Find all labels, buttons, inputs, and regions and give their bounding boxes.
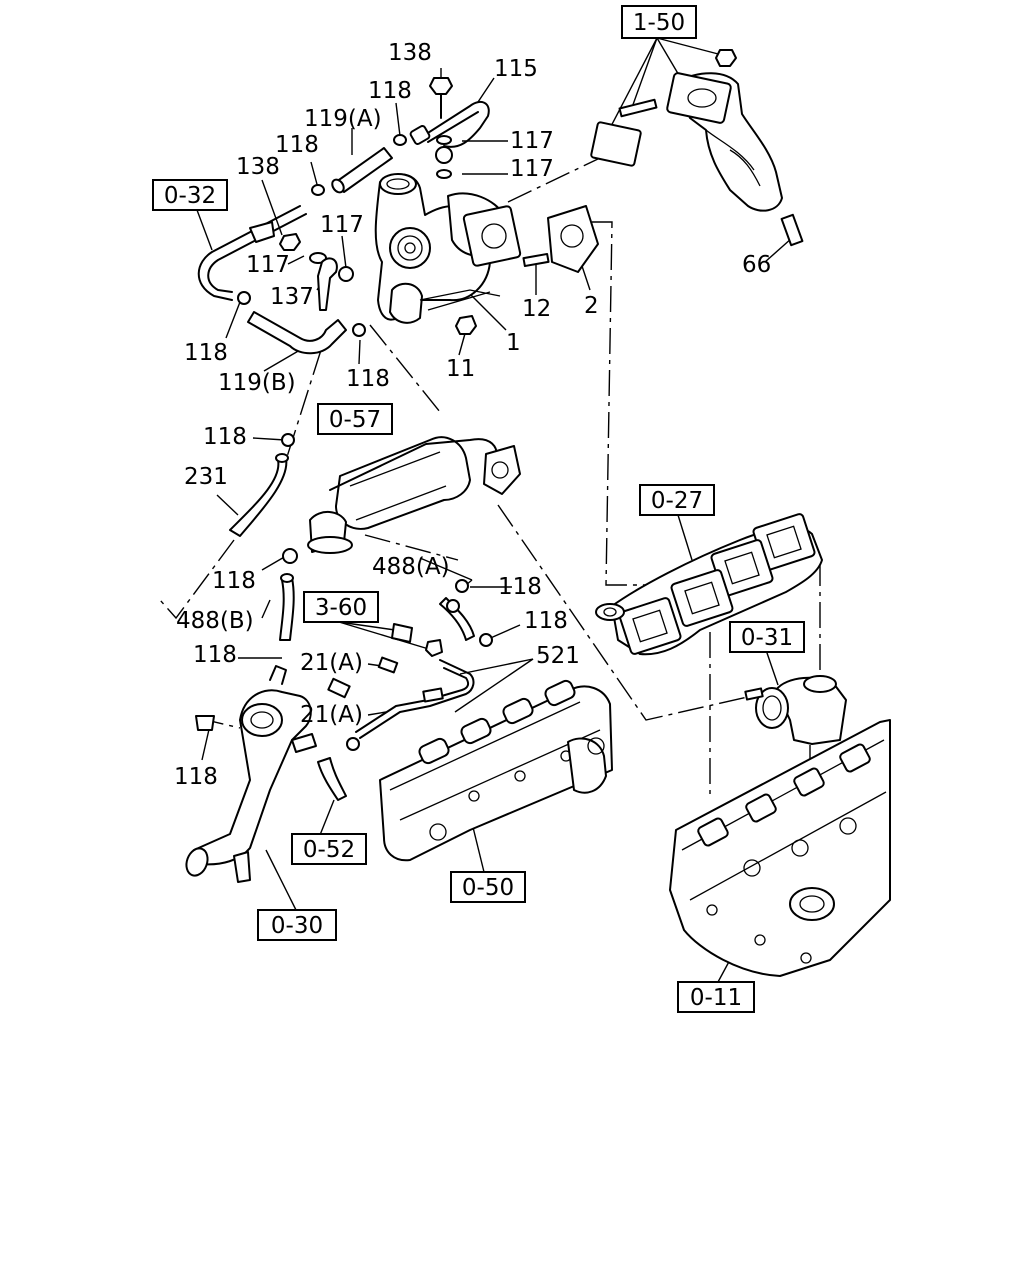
svg-text:0-27: 0-27 (651, 488, 703, 514)
callout-labels: 138 115 118 119(A) 117 118 117 138 117 1… (174, 40, 771, 790)
callout-119a: 119(A) (304, 106, 382, 132)
ref-box-0-57: 0-57 (317, 403, 393, 435)
cylinder-head (669, 719, 891, 977)
oil-return-pipe (197, 205, 307, 305)
svg-text:0-50: 0-50 (462, 875, 514, 901)
ref-box-0-32: 0-32 (152, 179, 228, 211)
hose-0-52 (317, 737, 360, 801)
intake-manifold (379, 679, 613, 862)
callout-21a-bottom: 21(A) (300, 702, 363, 728)
water-outlet-pipe (185, 665, 317, 883)
callout-117-d: 117 (246, 252, 290, 278)
ref-box-0-27: 0-27 (639, 484, 715, 516)
hose-119b (247, 311, 366, 355)
cylinder-head-ports (697, 743, 871, 847)
callout-118-a: 118 (368, 78, 412, 104)
callout-231: 231 (184, 464, 228, 490)
oil-feed-pipe-115 (409, 100, 490, 148)
svg-text:0-31: 0-31 (741, 625, 793, 651)
callout-117-a: 117 (510, 128, 554, 154)
ref-box-0-31: 0-31 (729, 621, 805, 653)
callout-138-top: 138 (388, 40, 432, 66)
callout-118-g: 118 (498, 574, 542, 600)
callout-66: 66 (742, 252, 771, 278)
svg-text:0-30: 0-30 (271, 913, 323, 939)
callout-118-d: 118 (346, 366, 390, 392)
ref-box-0-30: 0-30 (257, 909, 337, 941)
thermostat-housing (744, 675, 847, 745)
svg-text:1-50: 1-50 (633, 10, 685, 36)
washers-117 (309, 135, 453, 282)
hoses-488 (279, 548, 493, 647)
callout-137: 137 (270, 284, 314, 310)
callout-118-j: 118 (174, 764, 218, 790)
stud-12-nut-11-gasket-2 (455, 205, 599, 335)
connector-3-60 (391, 623, 443, 657)
callout-115: 115 (494, 56, 538, 82)
ref-box-0-50: 0-50 (450, 871, 526, 903)
bolt-138-top (429, 77, 453, 119)
hose-119a (311, 134, 407, 196)
ref-box-3-60: 3-60 (303, 591, 379, 623)
bolt-138-left (279, 233, 338, 311)
exhaust-elbow (590, 49, 804, 247)
callout-138-left: 138 (236, 154, 280, 180)
callout-1: 1 (506, 330, 521, 356)
callout-118-i: 118 (193, 642, 237, 668)
exhaust-manifold (595, 513, 823, 656)
callout-117-b: 117 (510, 156, 554, 182)
callout-21a-top: 21(A) (300, 650, 363, 676)
callout-118-e: 118 (203, 424, 247, 450)
callout-488a: 488(A) (372, 554, 450, 580)
water-pipe-521 (327, 656, 475, 739)
svg-text:3-60: 3-60 (315, 595, 367, 621)
callout-118-c: 118 (184, 340, 228, 366)
callout-119b: 119(B) (218, 370, 296, 396)
callout-2: 2 (584, 293, 599, 319)
callout-11: 11 (446, 356, 475, 382)
callout-117-c: 117 (320, 212, 364, 238)
egr-cooler (307, 436, 521, 554)
intake-runners (418, 679, 576, 765)
ref-box-1-50: 1-50 (621, 5, 697, 39)
callout-12: 12 (522, 296, 551, 322)
hose-231 (229, 433, 295, 537)
svg-text:0-57: 0-57 (329, 407, 381, 433)
callout-118-h: 118 (524, 608, 568, 634)
ref-box-0-52: 0-52 (291, 833, 367, 865)
callout-118-b: 118 (275, 132, 319, 158)
callout-521: 521 (536, 643, 580, 669)
svg-text:0-32: 0-32 (164, 183, 216, 209)
svg-text:0-11: 0-11 (690, 985, 742, 1011)
callout-118-f: 118 (212, 568, 256, 594)
svg-text:0-52: 0-52 (303, 837, 355, 863)
turbocharger (374, 173, 522, 324)
callout-488b: 488(B) (176, 608, 254, 634)
ref-box-0-11: 0-11 (677, 981, 755, 1013)
